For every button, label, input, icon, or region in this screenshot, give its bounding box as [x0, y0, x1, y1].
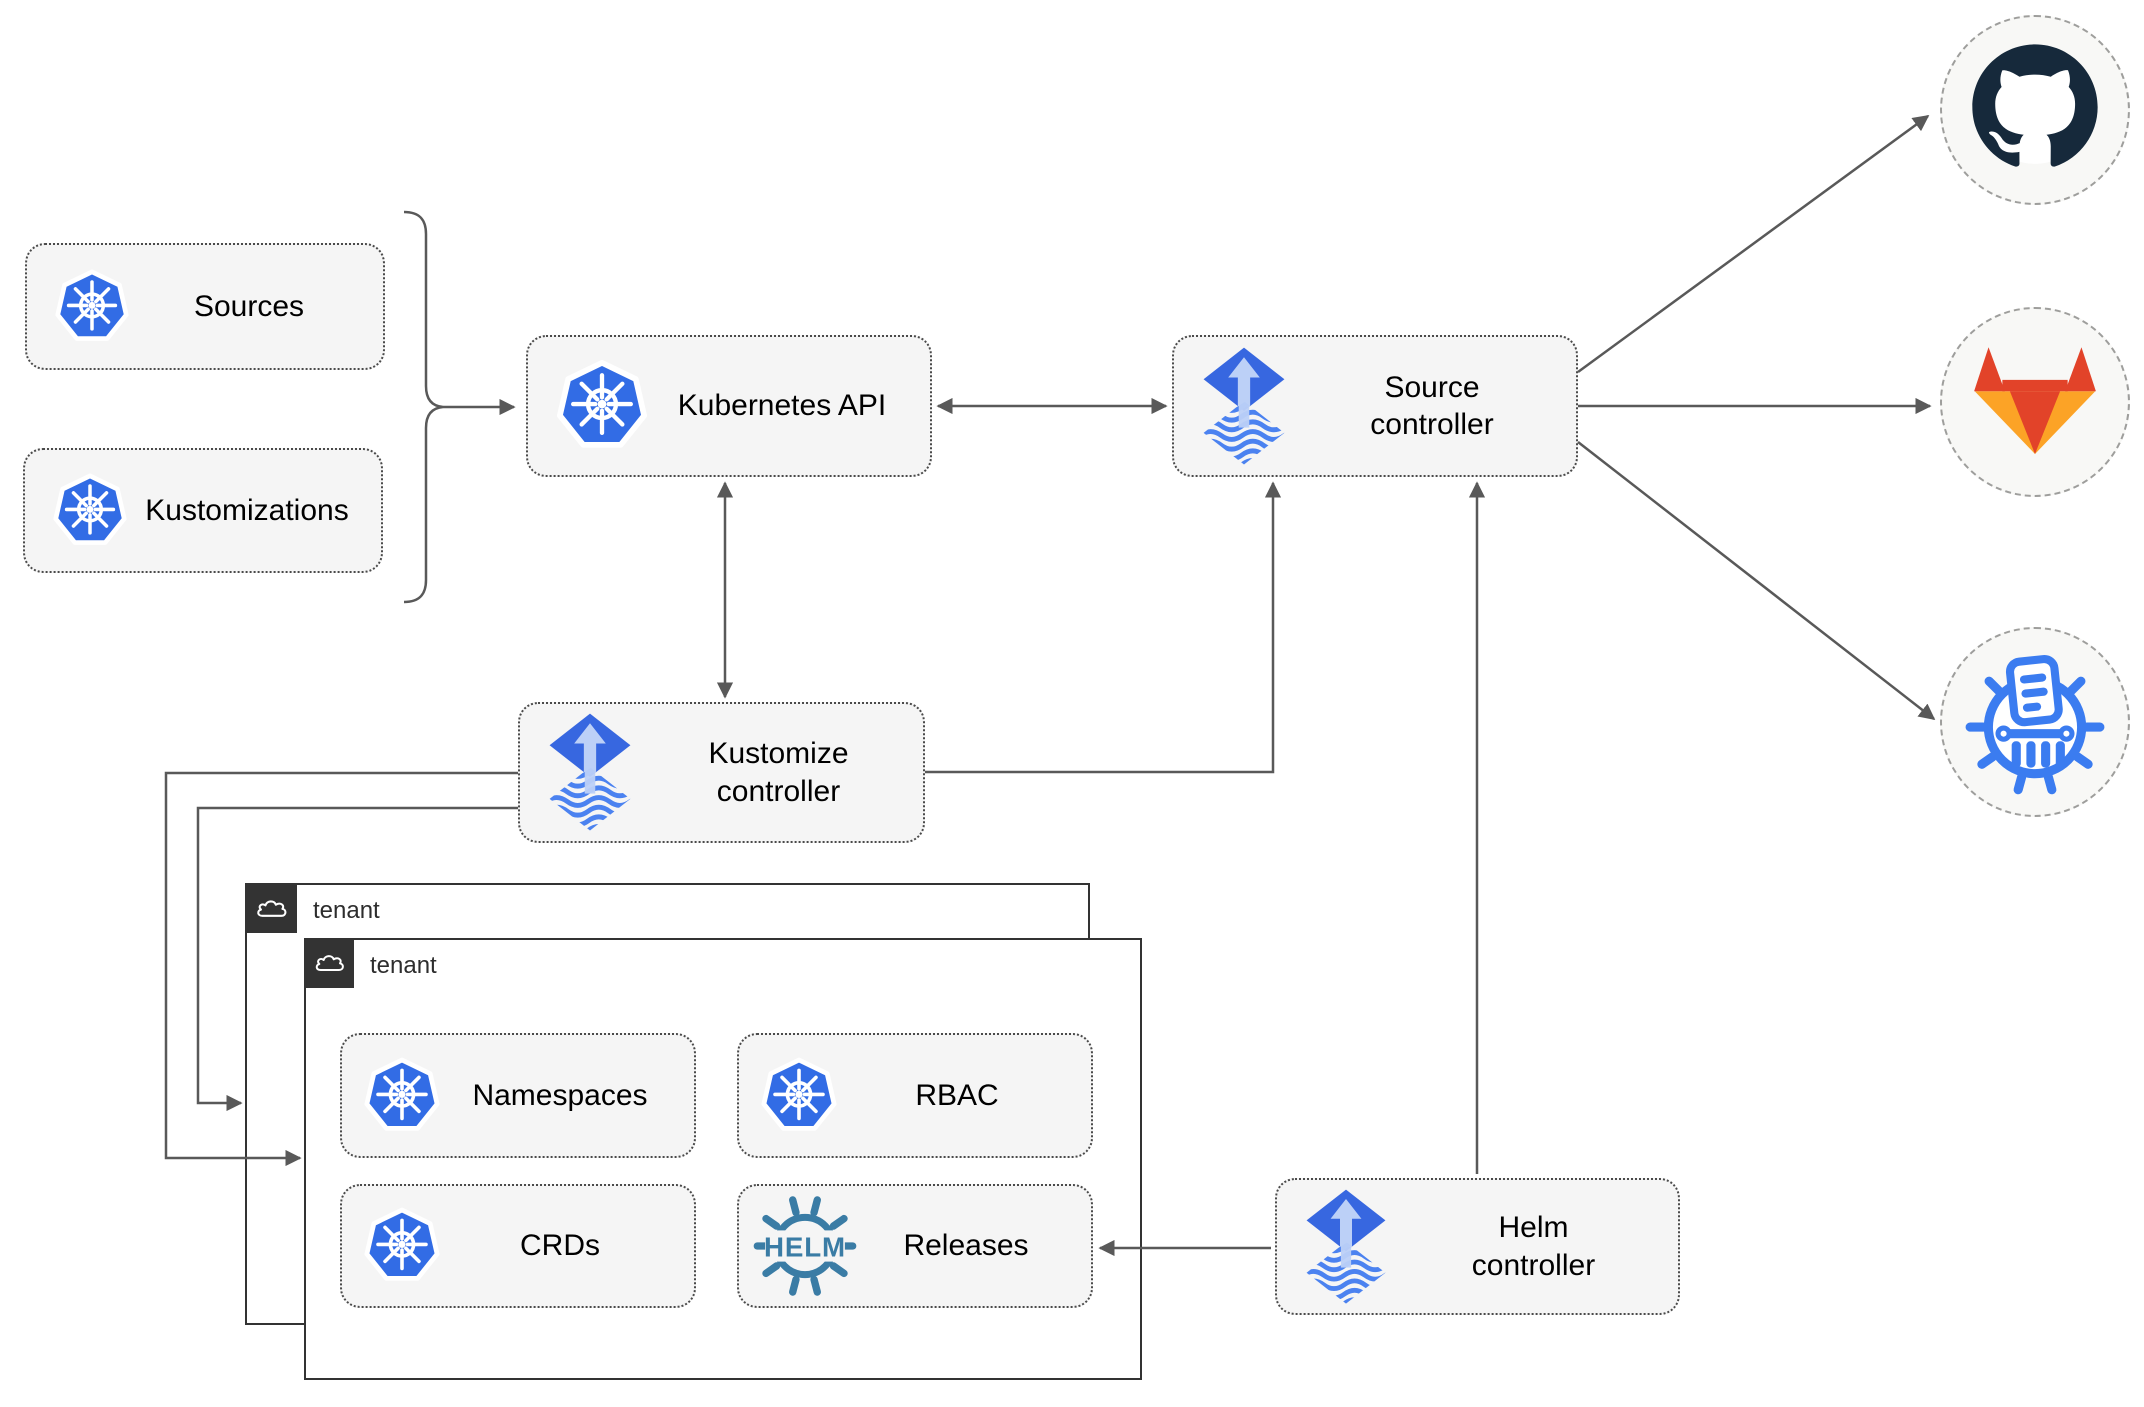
tenant-box-front: tenant — [303, 937, 1142, 1380]
arrow-kustomize-controller-to-source-controller — [925, 481, 1282, 774]
helm-controller-box: Helm controller — [1275, 1178, 1680, 1315]
kustomizations-box: Kustomizations — [23, 448, 383, 573]
tenant-back-label: tenant — [313, 897, 380, 924]
gitlab-icon — [1972, 346, 2098, 459]
kustomize-controller-box: Kustomize controller — [518, 702, 925, 843]
flux-icon — [1303, 1187, 1389, 1307]
sources-box: Sources — [25, 243, 385, 370]
sources-label: Sources — [193, 289, 305, 323]
flux-icon — [546, 711, 634, 834]
gitlab-target — [1940, 307, 2130, 497]
tenant-front-header — [303, 937, 354, 988]
kubernetes-api-label: Kubernetes API — [677, 389, 887, 423]
chart-repository-target — [1940, 627, 2130, 817]
cloud-icon — [312, 950, 346, 975]
kubernetes-icon — [362, 1202, 442, 1290]
kustomizations-label: Kustomizations — [145, 493, 349, 527]
rbac-box: RBAC — [737, 1033, 1093, 1158]
arrow-source-controller-to-github — [1577, 114, 1930, 374]
source-controller-box: Source controller — [1172, 335, 1578, 477]
flux-icon — [1200, 345, 1288, 468]
kubernetes-icon — [759, 1052, 839, 1140]
releases-box: Releases — [737, 1184, 1093, 1308]
crds-label: CRDs — [520, 1229, 600, 1263]
source-controller-label: Source controller — [1370, 370, 1494, 442]
crds-box: CRDs — [340, 1184, 696, 1308]
chart-repository-icon — [1959, 646, 2111, 798]
kubernetes-icon — [53, 268, 131, 346]
kubernetes-icon — [51, 472, 129, 550]
tenant-front-label: tenant — [370, 952, 437, 979]
helm-icon — [753, 1194, 857, 1298]
brace-sources-kustomizations — [403, 210, 444, 604]
kubernetes-icon — [554, 358, 650, 454]
github-icon — [1942, 15, 2128, 205]
releases-label: Releases — [903, 1229, 1029, 1263]
cloud-icon — [253, 895, 289, 921]
helm-controller-label: Helm controller — [1471, 1211, 1596, 1282]
rbac-label: RBAC — [915, 1078, 999, 1112]
kubernetes-api-box: Kubernetes API — [526, 335, 932, 477]
tenant-back-header — [244, 882, 297, 933]
github-target — [1940, 15, 2130, 205]
kubernetes-icon — [362, 1052, 442, 1140]
namespaces-box: Namespaces — [340, 1033, 696, 1158]
namespaces-label: Namespaces — [472, 1078, 648, 1112]
arrow-source-controller-to-chart-repository — [1577, 441, 1936, 720]
kustomize-controller-label: Kustomize controller — [708, 737, 849, 808]
